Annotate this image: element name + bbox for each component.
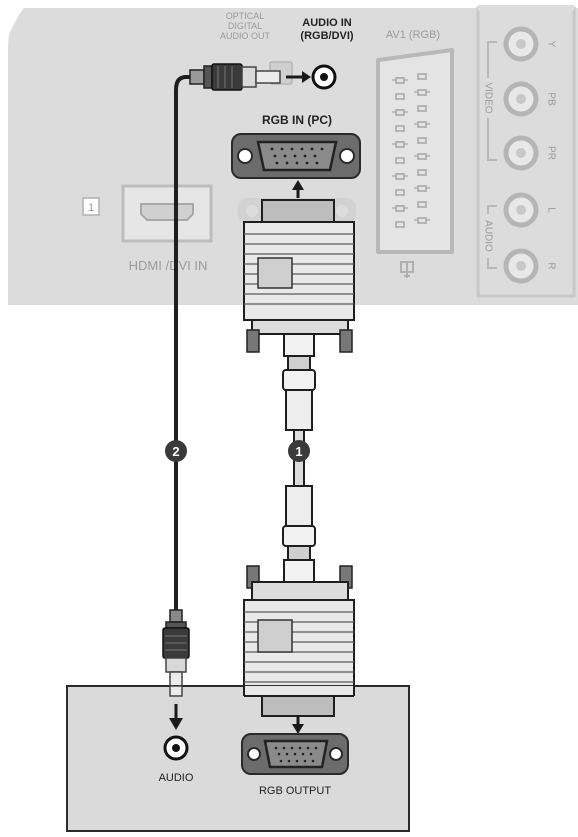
svg-text:AUDIO: AUDIO xyxy=(159,772,194,784)
svg-text:R: R xyxy=(545,262,556,269)
pc-audio-jack xyxy=(163,735,189,761)
step-badge-2: 2 xyxy=(165,440,187,462)
svg-text:HDMI /DVI IN: HDMI /DVI IN xyxy=(129,258,208,273)
svg-text:Y: Y xyxy=(545,41,556,48)
svg-text:RGB IN (PC): RGB IN (PC) xyxy=(262,113,332,127)
svg-text:PB: PB xyxy=(545,92,556,106)
audio-plug-top xyxy=(189,63,281,91)
audio-bracket: AUDIO xyxy=(482,205,497,269)
rca-jack-pr: PR xyxy=(503,135,556,171)
rgb-plug-top xyxy=(243,199,355,357)
audio-cable xyxy=(174,75,212,612)
hdmi-port xyxy=(121,184,213,243)
pc-rgb-output-label: RGB OUTPUT xyxy=(259,785,331,797)
svg-text:1: 1 xyxy=(295,444,302,459)
svg-text:AUDIO IN: AUDIO IN xyxy=(302,17,352,29)
optical-label: OPTICAL DIGITAL AUDIO OUT xyxy=(220,11,271,41)
audio-in-label: AUDIO IN (RGB/DVI) xyxy=(300,17,354,42)
svg-text:RGB OUTPUT: RGB OUTPUT xyxy=(259,785,331,797)
rgb-in-port xyxy=(231,133,361,179)
svg-text:OPTICAL: OPTICAL xyxy=(226,11,265,21)
svg-text:VIDEO: VIDEO xyxy=(482,82,493,113)
scart-symbol-icon xyxy=(400,261,414,278)
svg-text:2: 2 xyxy=(172,444,179,459)
svg-text:(RGB/DVI): (RGB/DVI) xyxy=(300,30,354,42)
audio-in-jack xyxy=(311,64,337,90)
component-panel xyxy=(476,5,576,298)
audio-in-arrow xyxy=(286,71,311,83)
av1-scart-connector xyxy=(376,48,454,254)
rca-jack-pb: PB xyxy=(503,81,556,117)
hdmi-number-badge: 1 xyxy=(82,197,100,216)
audio-plug-bottom xyxy=(162,609,190,697)
svg-text:AUDIO: AUDIO xyxy=(482,220,493,252)
pc-rgb-arrow xyxy=(292,716,304,734)
svg-text:1: 1 xyxy=(88,202,94,214)
rgb-in-arrow xyxy=(292,180,304,198)
svg-text:AUDIO OUT: AUDIO OUT xyxy=(220,31,271,41)
rca-jack-l: L xyxy=(503,192,556,228)
svg-text:AV1 (RGB): AV1 (RGB) xyxy=(386,29,440,41)
video-bracket: VIDEO xyxy=(482,41,497,161)
hdmi-label: HDMI /DVI IN xyxy=(129,258,208,273)
pc-audio-arrow xyxy=(169,704,183,730)
av1-label: AV1 (RGB) xyxy=(386,29,440,41)
rgb-plug-bottom-tip xyxy=(169,685,355,717)
svg-text:L: L xyxy=(545,207,556,213)
svg-text:DIGITAL: DIGITAL xyxy=(228,21,262,31)
pc-back-panel xyxy=(66,685,410,832)
rca-jack-y: Y xyxy=(503,26,556,62)
step-badge-1: 1 xyxy=(288,440,310,462)
pc-rgb-output-port xyxy=(241,733,349,775)
rgb-in-label: RGB IN (PC) xyxy=(262,113,332,127)
svg-text:PR: PR xyxy=(545,146,556,160)
pc-audio-label: AUDIO xyxy=(159,772,194,784)
rca-jack-r: R xyxy=(503,248,556,284)
